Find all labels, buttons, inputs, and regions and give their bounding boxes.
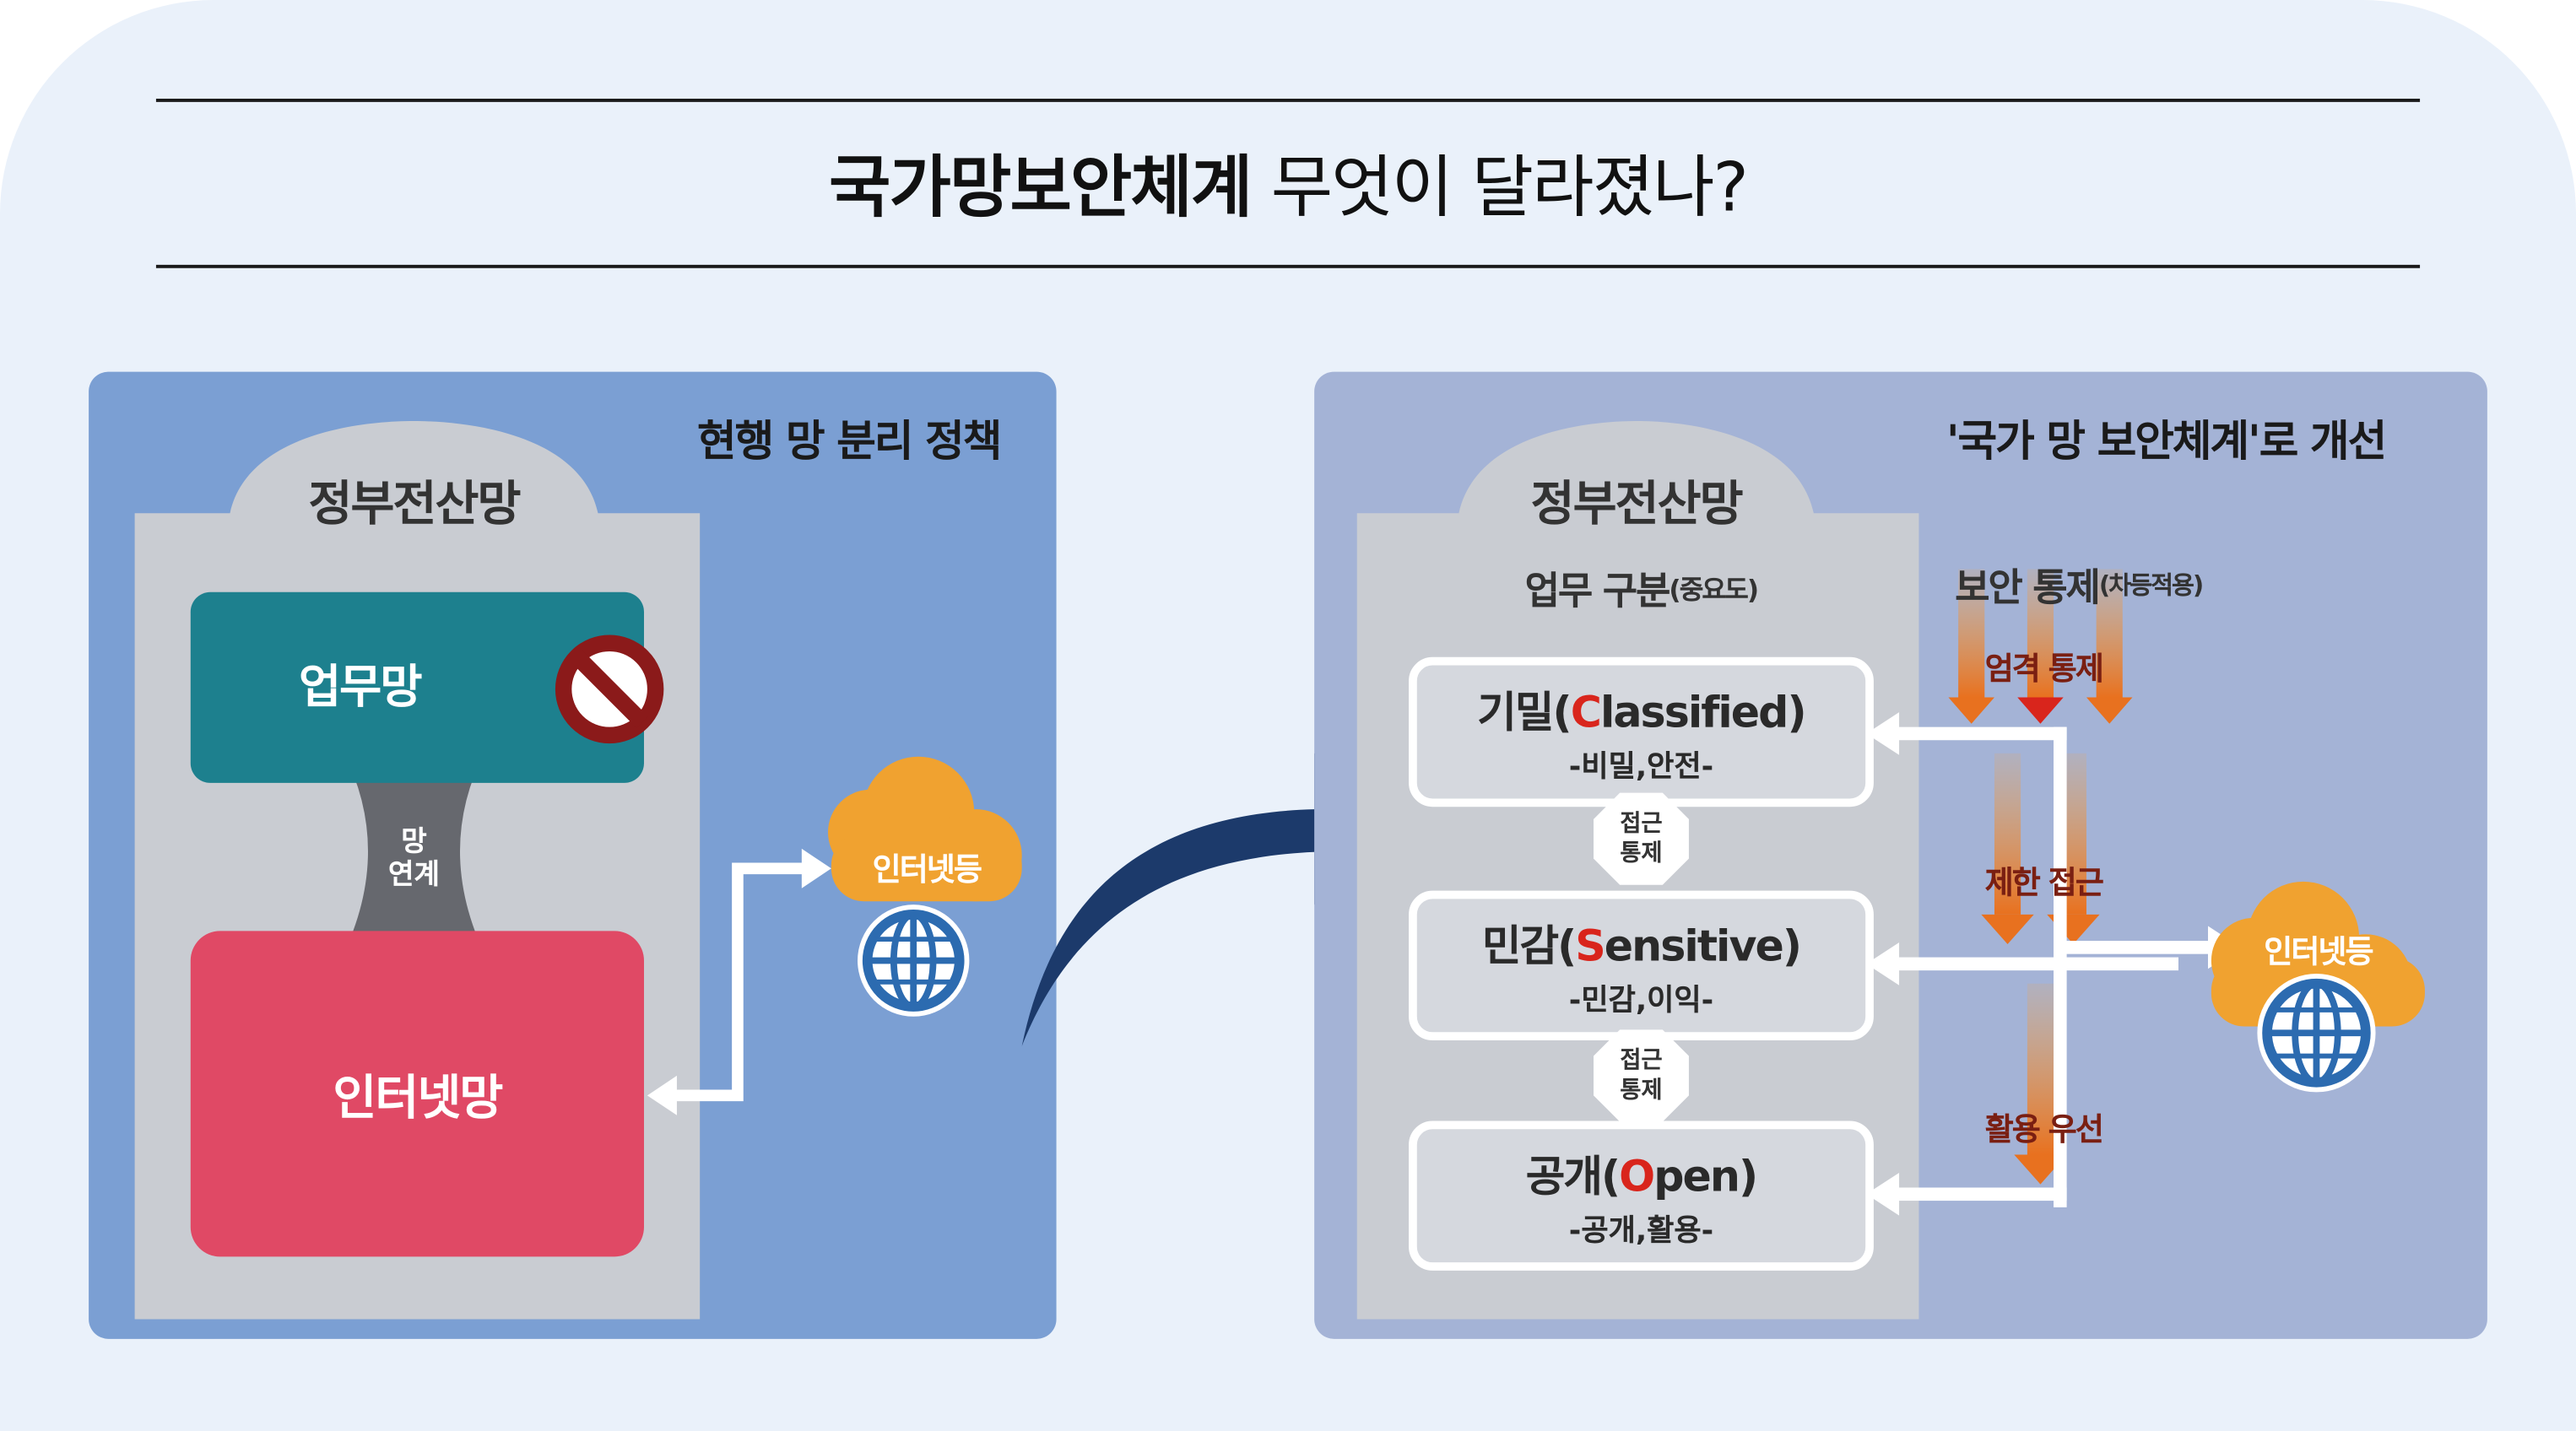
cloud-icon bbox=[828, 756, 1022, 902]
limited-access-label: 제한 접근 bbox=[1984, 864, 2104, 901]
network-link-label-1: 망 bbox=[401, 825, 427, 859]
tier-sensitive-sub: -민감,이익- bbox=[1568, 982, 1714, 1018]
network-link-label: 망 연계 bbox=[365, 816, 463, 901]
tier-open-initial: O bbox=[1619, 1152, 1655, 1202]
access-control-badge-2 bbox=[1594, 1029, 1689, 1122]
tier-open-sub: -공개,활용- bbox=[1568, 1212, 1714, 1248]
work-network-box bbox=[190, 591, 645, 783]
control-label-small: (차등적용) bbox=[2098, 570, 2204, 600]
access-control-label-1-b: 통제 bbox=[1620, 840, 1663, 867]
tier-classified-initial: C bbox=[1570, 688, 1602, 738]
limited-access-arrows bbox=[1981, 753, 2100, 944]
cloud-label: 인터넷등 bbox=[2264, 933, 2373, 970]
page-title-bold: 국가망보안체계 bbox=[829, 148, 1253, 228]
page-title: 국가망보안체계 무엇이 달라졌나? bbox=[156, 138, 2420, 237]
tier-open-kr: 공개 bbox=[1525, 1152, 1603, 1202]
cloud-label: 인터넷등 bbox=[872, 850, 982, 888]
globe-icon bbox=[2257, 974, 2376, 1093]
section-label-small: (중요도) bbox=[1669, 574, 1759, 606]
section-label-main: 업무 구분 bbox=[1524, 570, 1671, 614]
internet-network-label: 인터넷망 bbox=[333, 1069, 503, 1126]
tier-open: 공개(Open) -공개,활용- bbox=[1525, 1152, 1758, 1248]
access-control-label-2-a: 접근 bbox=[1620, 1047, 1663, 1074]
access-control-label-2-b: 통제 bbox=[1620, 1077, 1663, 1104]
utilization-priority-label: 활용 우선 bbox=[1984, 1110, 2104, 1148]
access-control-label-1-a: 접근 bbox=[1620, 811, 1663, 838]
internet-connection-arrow bbox=[647, 848, 831, 1115]
page-title-rest: 무엇이 달라졌나? bbox=[1270, 148, 1749, 228]
house-label: 정부전산망 bbox=[1530, 475, 1744, 532]
access-control-label-2: 접근 통제 bbox=[1594, 1033, 1689, 1118]
prohibited-icon bbox=[555, 634, 664, 744]
access-control-label-1: 접근 통제 bbox=[1594, 796, 1689, 882]
tier-sensitive-initial: S bbox=[1575, 921, 1605, 972]
improved-policy-panel: '국가 망 보안체계'로 개선 bbox=[1314, 371, 2487, 1339]
internet-network-box bbox=[190, 931, 645, 1257]
bottom-rule bbox=[155, 264, 2421, 268]
control-label: 보안 통제 (차등적용) bbox=[1955, 556, 2333, 612]
current-policy-title: 현행 망 분리 정책 bbox=[697, 418, 1002, 467]
house-label: 정부전산망 bbox=[308, 475, 522, 532]
utilization-priority-arrow bbox=[2014, 983, 2067, 1185]
tier-classified-rest: lassified bbox=[1599, 688, 1789, 738]
strict-control-arrows bbox=[1948, 569, 2133, 724]
current-policy-panel: 현행 망 분리 정책 bbox=[89, 371, 1057, 1339]
tier-classified-sub: -비밀,안전- bbox=[1568, 748, 1714, 784]
top-rule bbox=[155, 98, 2421, 102]
network-link-connector bbox=[335, 737, 493, 971]
work-network-label: 업무망 bbox=[298, 659, 423, 715]
globe-icon bbox=[858, 904, 970, 1017]
improved-policy-graphic bbox=[1356, 421, 2425, 1320]
tier-sensitive-kr: 민감 bbox=[1481, 921, 1559, 972]
tier-classified-kr: 기밀 bbox=[1477, 688, 1554, 738]
tier-classified: 기밀(Classified) -비밀,안전- bbox=[1477, 688, 1806, 784]
access-control-badge-1 bbox=[1594, 792, 1689, 885]
improved-policy-title: '국가 망 보안체계'로 개선 bbox=[1946, 418, 2387, 467]
strict-control-label: 엄격 통제 bbox=[1984, 650, 2104, 687]
section-label: 업무 구분 (중요도) bbox=[1413, 559, 1870, 615]
control-label-main: 보안 통제 bbox=[1955, 567, 2101, 611]
tier-sensitive-rest: ensitive bbox=[1604, 921, 1784, 972]
tier-sensitive: 민감(Sensitive) -민감,이익- bbox=[1481, 921, 1802, 1018]
network-link-label-2: 연계 bbox=[388, 858, 440, 892]
current-policy-graphic bbox=[134, 421, 1022, 1320]
tier-open-rest: pen bbox=[1653, 1152, 1740, 1202]
